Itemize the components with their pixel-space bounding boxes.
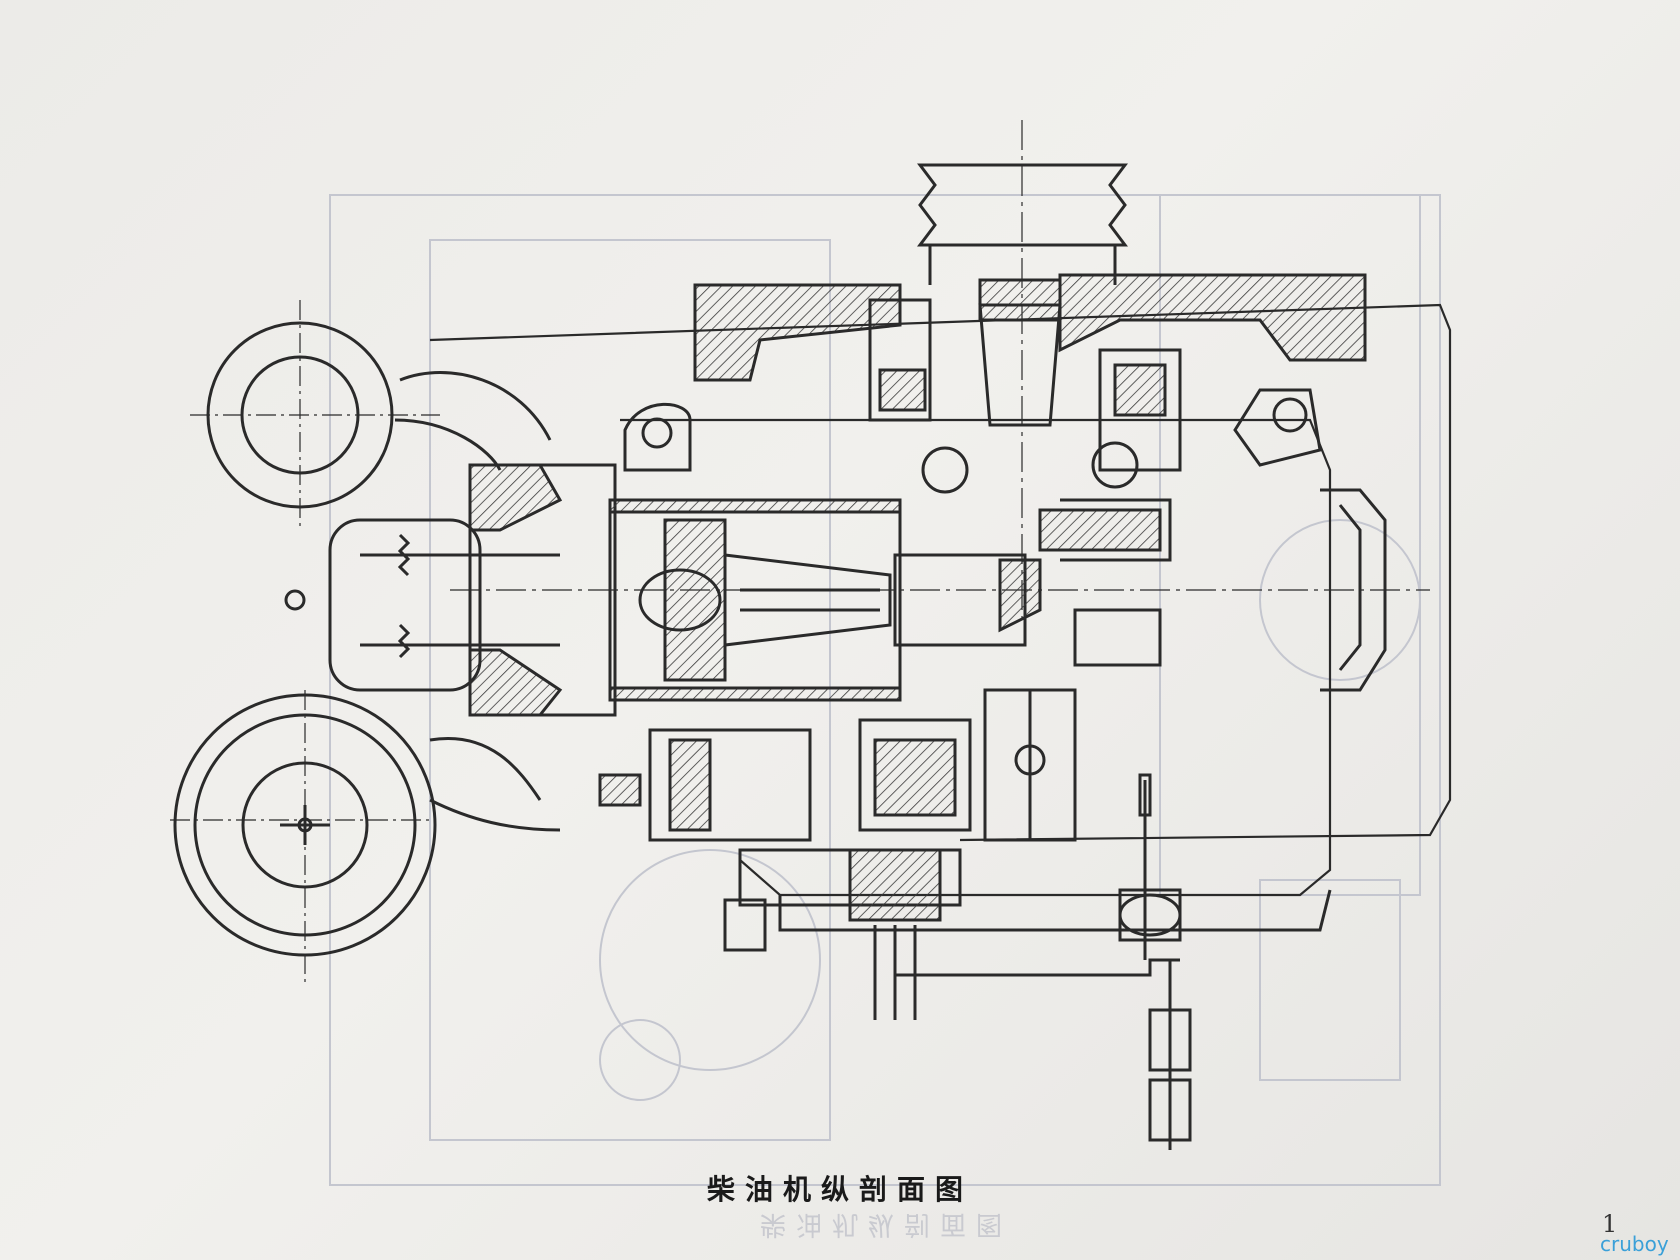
crankshaft — [893, 498, 1172, 667]
fuel-injection-pump — [598, 688, 1077, 922]
rear-cover — [1320, 488, 1387, 692]
caption-bleedthrough: 柴油机纵剖面图 — [760, 1209, 1013, 1239]
watermark-logo: cruboy — [1600, 1232, 1669, 1256]
cylinder-head — [284, 463, 617, 717]
fan-wheel-lower — [173, 693, 561, 957]
air-filter-upper — [206, 321, 552, 509]
page-number: 1 — [1602, 1210, 1618, 1238]
drawing-caption: 柴油机纵剖面图 — [706, 1173, 973, 1206]
centerlines — [170, 120, 1430, 985]
cylinder-piston — [608, 498, 902, 702]
lifting-eye — [623, 388, 1322, 472]
oil-pan — [723, 773, 1332, 960]
starting-handle — [873, 925, 1192, 1150]
main-bearings — [868, 298, 1182, 494]
